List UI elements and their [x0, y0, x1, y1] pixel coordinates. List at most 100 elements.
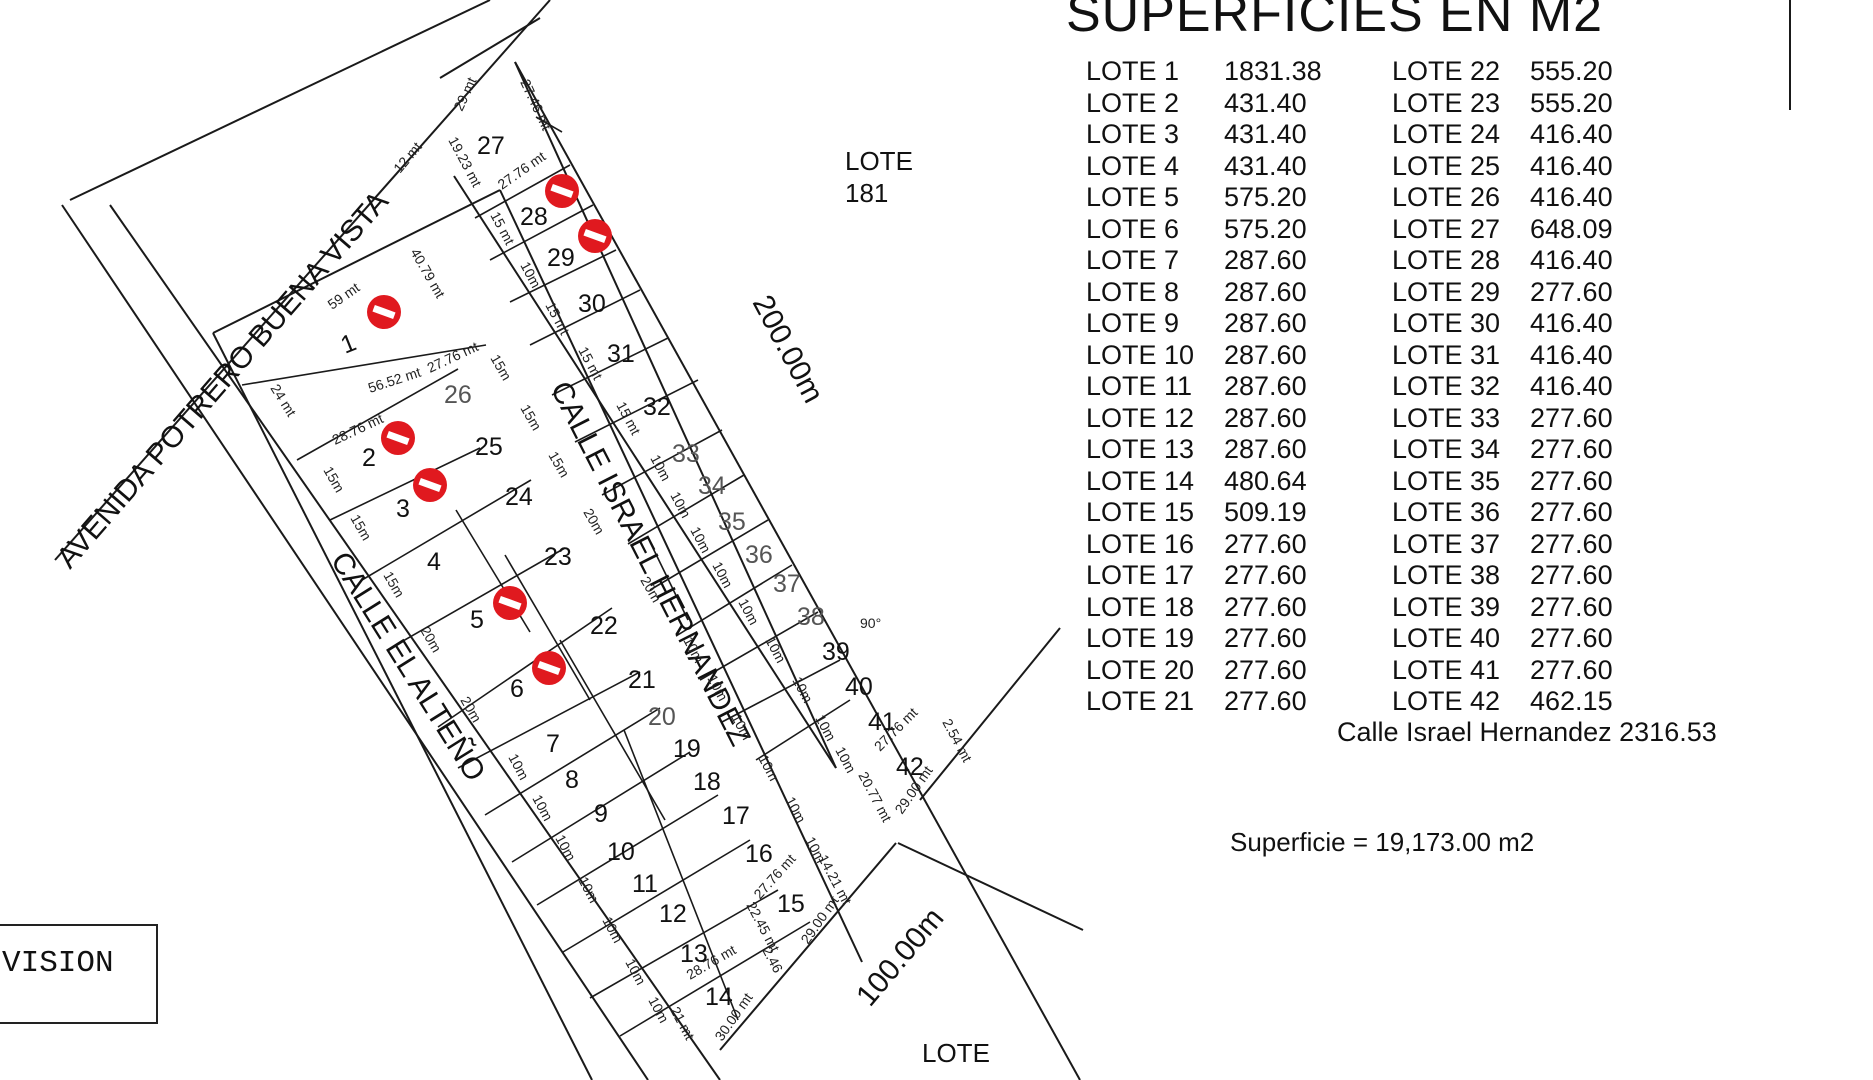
lot-area-label: LOTE 27: [1392, 213, 1501, 244]
lot-area-label: LOTE 15: [1086, 497, 1195, 527]
dimension-label: 29 mt: [450, 75, 479, 114]
lot-number: 13: [680, 940, 708, 968]
dimension-label: 56.52 mt: [366, 364, 423, 396]
lot-area-value: 1831.38: [1224, 56, 1322, 86]
lot-area-value: 480.64: [1224, 465, 1307, 496]
lot-area-value: 462.15: [1530, 686, 1613, 716]
dimension-label: 10m: [709, 559, 736, 591]
lot-area-value: 575.20: [1224, 213, 1307, 244]
lot-area-value: 648.09: [1530, 213, 1613, 244]
dimension-label: 59 mt: [325, 279, 363, 312]
lot-area-value: 287.60: [1224, 308, 1307, 338]
lot-area-label: LOTE 11: [1086, 371, 1193, 401]
dimension-label: 10m: [645, 994, 672, 1026]
lot-area-label: LOTE 20: [1086, 654, 1195, 685]
dimension-label: 10m: [622, 956, 649, 988]
lot-area-value: 277.60: [1224, 654, 1307, 685]
lot-area-value: 416.40: [1530, 245, 1613, 275]
lot-area-label: LOTE 28: [1392, 245, 1501, 275]
lot-number: 24: [505, 483, 533, 511]
lot-area-label: LOTE 17: [1086, 560, 1195, 590]
south-boundary-dim: 100.00m: [850, 902, 950, 1013]
red-markers: [367, 174, 612, 685]
lot-area-row: LOTE 9 287.60: [1086, 308, 1322, 340]
lot-area-label: LOTE 33: [1392, 402, 1501, 433]
lot-area-label: LOTE 2: [1086, 87, 1180, 118]
lot-area-label: LOTE 25: [1392, 150, 1501, 181]
dimension-label: 90°: [860, 615, 881, 631]
dimension-label: 15 mt: [487, 209, 518, 248]
lot-number: 30: [578, 290, 606, 318]
dimension-label: 15m: [517, 402, 544, 434]
lot-number: 15: [777, 890, 805, 918]
lot-area-label: LOTE 9: [1086, 308, 1180, 338]
lot-number: 21: [628, 666, 656, 694]
dimension-label: 10m: [687, 524, 714, 556]
lot-area-label: LOTE 31: [1392, 339, 1501, 370]
dimension-label: 27.76 mt: [425, 338, 481, 376]
lot-number: 26: [444, 381, 472, 409]
lot-numbers: 1 2 3 4 5 6 7 8 9 10 11 12 13 14 15 16 1…: [337, 132, 924, 1011]
lot-number: 3: [396, 495, 410, 523]
dimension-label: 15m: [545, 449, 572, 481]
dimension-label: 20.77 mt: [855, 769, 895, 825]
neighbor-lote-181-number: 181: [845, 178, 888, 208]
lot-area-label: LOTE 5: [1086, 182, 1180, 212]
dimension-label: 15m: [320, 464, 347, 496]
lot-area-label: LOTE 22: [1392, 56, 1501, 86]
lot-number: 18: [693, 768, 721, 796]
lot-area-label: LOTE 24: [1392, 119, 1501, 149]
dimension-label: 21 mt: [667, 1004, 698, 1043]
lot-area-value: 287.60: [1224, 276, 1307, 307]
lot-area-row: LOTE 27 648.09: [1392, 214, 1613, 246]
lot-area-value: 416.40: [1530, 308, 1613, 338]
lot-area-label: LOTE 3: [1086, 119, 1180, 149]
lot-area-value: 416.40: [1530, 371, 1613, 401]
lot-area-value: 555.20: [1530, 87, 1613, 118]
lot-number: 32: [643, 393, 671, 421]
lot-area-label: LOTE 6: [1086, 213, 1180, 244]
vision-label: VISION: [2, 946, 114, 981]
lot-number: 41: [868, 708, 896, 736]
calle-el-alteno-label: CALLE EL ALTEÑO: [324, 546, 492, 787]
lot-area-value: 416.40: [1530, 182, 1613, 212]
lot-area-label: LOTE 36: [1392, 497, 1501, 527]
lot-number: 4: [427, 548, 441, 576]
lot-number: 17: [722, 802, 750, 830]
lot-area-value: 277.60: [1530, 528, 1613, 559]
lot-number: 40: [845, 673, 873, 701]
lot-area-value: 416.40: [1530, 339, 1613, 370]
lot-area-label: LOTE 16: [1086, 528, 1195, 559]
lot-area-label: LOTE 35: [1392, 465, 1501, 496]
divider: [0, 1022, 156, 1024]
lot-number: 22: [590, 612, 618, 640]
lot-number: 23: [544, 543, 572, 571]
no-entry-icon: [545, 174, 579, 208]
no-entry-icon: [413, 468, 447, 502]
lot-number: 11: [632, 870, 658, 898]
lot-number: 1: [337, 328, 360, 359]
lot-area-value: 277.60: [1530, 623, 1613, 653]
lot-area-label: LOTE 41: [1392, 654, 1501, 685]
no-entry-icon: [367, 295, 401, 329]
lot-number: 31: [607, 340, 635, 368]
